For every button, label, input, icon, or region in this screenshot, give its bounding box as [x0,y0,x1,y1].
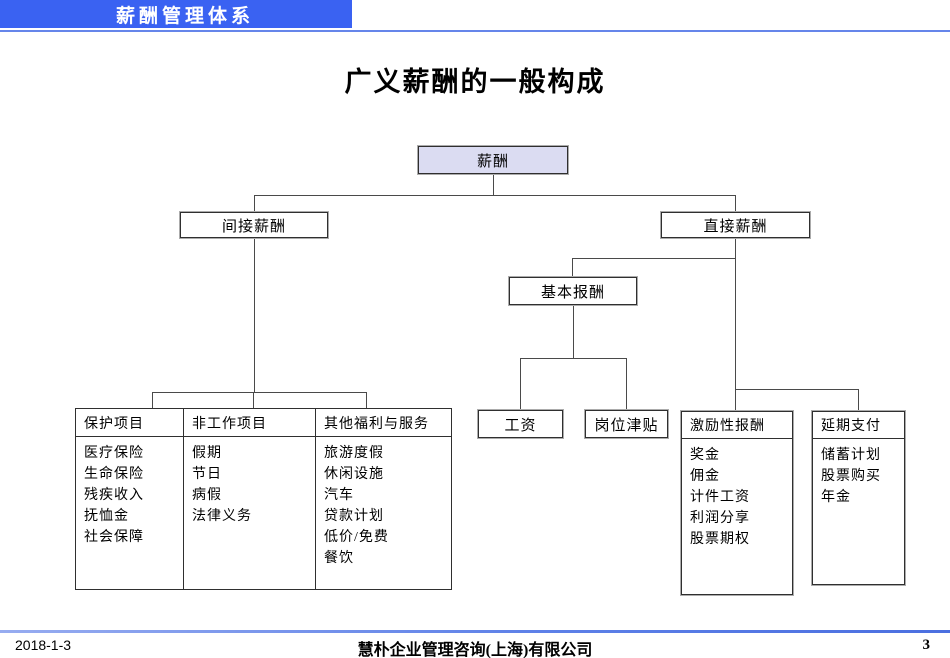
footer-date: 2018-1-3 [15,637,72,653]
node-wage: 工资 [477,409,564,439]
column-header: 激励性报酬 [682,412,792,439]
list-item: 低价/免费 [324,530,389,545]
list-item: 储蓄计划 [821,448,881,463]
node-basic-pay: 基本报酬 [508,276,638,306]
header-bar-label: 薪酬管理体系 [115,5,254,27]
list-item: 休闲设施 [324,467,384,482]
list-item: 抚恤金 [84,509,129,524]
benefits-column-other: 其他福利与服务 旅游度假 休闲设施 汽车 贷款计划 低价/免费 餐饮 [316,409,451,589]
column-header: 延期支付 [813,412,904,439]
list-item: 餐饮 [324,551,354,566]
column-body: 假期 节日 病假 法律义务 [184,437,315,527]
list-item: 法律义务 [192,509,252,524]
list-item: 汽车 [324,488,354,503]
benefits-column-protection: 保护项目 医疗保险 生命保险 残疾收入 抚恤金 社会保障 [76,409,184,589]
header-bar: 薪酬管理体系 [0,0,352,28]
node-post-allowance: 岗位津贴 [584,409,669,439]
column-header: 保护项目 [76,409,183,437]
list-item: 旅游度假 [324,446,384,461]
node-compensation: 薪酬 [417,145,569,175]
column-body: 旅游度假 休闲设施 汽车 贷款计划 低价/免费 餐饮 [316,437,451,569]
list-item: 节日 [192,467,222,482]
list-item: 病假 [192,488,222,503]
column-header: 非工作项目 [184,409,315,437]
column-header: 其他福利与服务 [316,409,451,437]
incentive-pay-table: 激励性报酬 奖金 佣金 计件工资 利润分享 股票期权 [680,410,794,596]
list-item: 佣金 [690,469,720,484]
list-item: 社会保障 [84,530,144,545]
header-divider [0,30,950,32]
list-item: 年金 [821,490,851,505]
list-item: 利润分享 [690,511,750,526]
list-item: 股票期权 [690,532,750,547]
list-item: 计件工资 [690,490,750,505]
list-item: 奖金 [690,448,720,463]
page-number: 3 [922,637,931,653]
column-body: 奖金 佣金 计件工资 利润分享 股票期权 [682,439,792,550]
list-item: 生命保险 [84,467,144,482]
node-direct-compensation: 直接薪酬 [660,211,811,239]
footer-company: 慧朴企业管理咨询(上海)有限公司 [357,642,593,658]
column-body: 医疗保险 生命保险 残疾收入 抚恤金 社会保障 [76,437,183,548]
list-item: 假期 [192,446,222,461]
column-body: 储蓄计划 股票购买 年金 [813,439,904,508]
node-indirect-compensation: 间接薪酬 [179,211,329,239]
footer-divider [0,630,950,633]
deferred-pay-table: 延期支付 储蓄计划 股票购买 年金 [811,410,906,586]
list-item: 医疗保险 [84,446,144,461]
list-item: 残疾收入 [84,488,144,503]
list-item: 贷款计划 [324,509,384,524]
benefits-column-nonwork: 非工作项目 假期 节日 病假 法律义务 [184,409,316,589]
benefits-table: 保护项目 医疗保险 生命保险 残疾收入 抚恤金 社会保障 非工作项目 假期 节日… [75,408,452,590]
page-title: 广义薪酬的一般构成 [344,67,606,97]
list-item: 股票购买 [821,469,881,484]
